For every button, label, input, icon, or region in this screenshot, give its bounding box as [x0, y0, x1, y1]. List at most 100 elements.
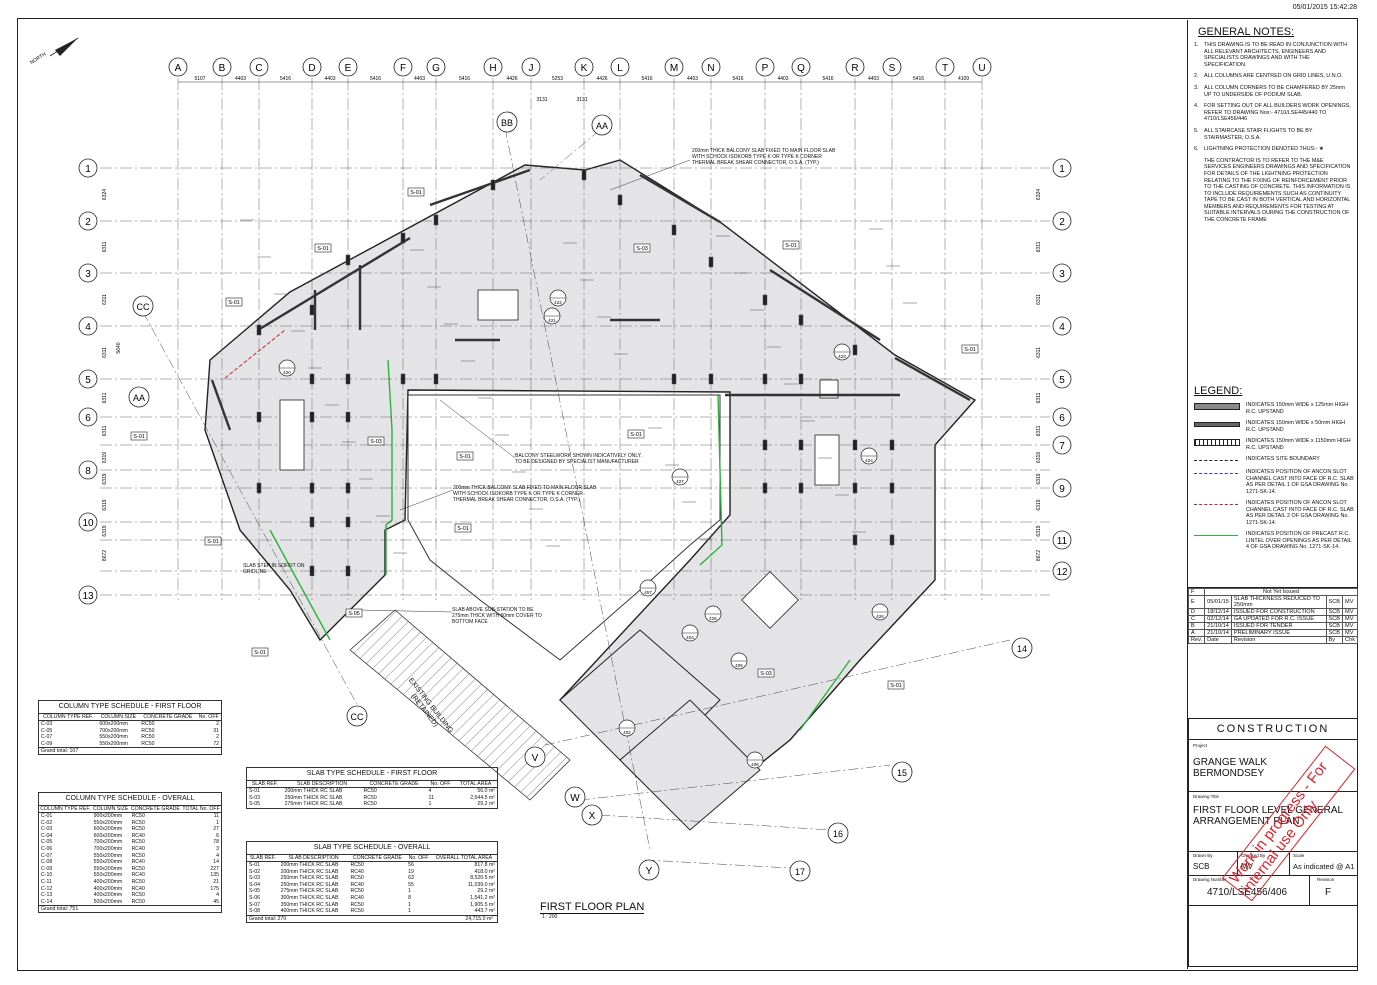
grid-dimension: 6319 — [102, 452, 108, 463]
svg-text:R: R — [851, 63, 858, 74]
grid-dimension: 5416 — [370, 76, 381, 82]
grid-bubble-6-left: 6 — [78, 407, 98, 427]
skew-grid-bubble-CC-alt: CC — [346, 705, 368, 727]
skew-grid-bubble-15: 15 — [891, 761, 913, 783]
section-ref-marker: 427 — [671, 468, 689, 486]
legend-title: LEGEND: — [1194, 385, 1243, 397]
grid-bubble-10-left: 10 — [78, 512, 98, 532]
slab-tag: S-01 — [407, 187, 425, 197]
general-note-1: 1.THIS DRAWING IS TO BE READ IN CONJUNCT… — [1194, 42, 1348, 68]
plan-scale: 1 : 200 — [542, 914, 558, 920]
grid-dimension: 6311 — [102, 392, 108, 403]
note-substation: SLAB ABOVE SUB-STATION TO BE 275mm THICK… — [452, 607, 542, 625]
svg-text:S-01: S-01 — [254, 650, 266, 656]
svg-text:AA: AA — [596, 121, 608, 131]
status-label: CONSTRUCTION — [1189, 719, 1357, 740]
legend-item-thick: INDICATES 150mm WIDE x 125mm HIGH R.C. U… — [1194, 402, 1354, 415]
legend-swatch-icon — [1194, 500, 1238, 508]
svg-text:11: 11 — [1057, 536, 1068, 547]
title-block: CONSTRUCTION Project GRANGE WALK BERMOND… — [1188, 718, 1358, 967]
grid-bubble-13-left: 13 — [78, 585, 98, 605]
skew-grid-bubble-X: X — [581, 804, 603, 826]
svg-text:17: 17 — [795, 867, 805, 877]
green-lintel-line — [385, 359, 393, 575]
drawing-sheet-border — [17, 18, 1358, 971]
grid-dimension: 5416 — [459, 76, 470, 82]
grid-dimension: 5253 — [552, 76, 563, 82]
note-balcony-top: 200mm THICK BALCONY SLAB FIXED TO MAIN F… — [692, 148, 836, 166]
svg-text:3: 3 — [1059, 269, 1065, 280]
legend-item-red: INDICATES POSITION OF ANCON SLOT CHANNEL… — [1194, 500, 1354, 526]
grid-bubble-U: U — [972, 57, 992, 77]
legend-item-medium: INDICATES 150mm WIDE x 50mm HIGH R.C. UP… — [1194, 420, 1354, 433]
slab-tag: S-01 — [627, 429, 645, 439]
general-note-4: 4.FOR SETTING OUT OF ALL BUILDERS WORK O… — [1194, 103, 1351, 123]
svg-text:S-01: S-01 — [630, 432, 642, 438]
stair-core — [279, 399, 305, 471]
legend-swatch-icon — [1194, 531, 1238, 539]
svg-text:P: P — [762, 63, 769, 74]
slab-tag: S-01 — [130, 431, 148, 441]
grid-dimension: 4403 — [414, 76, 425, 82]
grid-dimension: 4403 — [687, 76, 698, 82]
legend-swatch-icon — [1194, 469, 1238, 477]
slab-schedule-first-floor: SLAB TYPE SCHEDULE - FIRST FLOOR SLAB RE… — [246, 767, 498, 809]
svg-text:5: 5 — [85, 375, 91, 386]
legend-item-hatch: INDICATES 150mm WIDE x 1150mm HIGH R.C. … — [1194, 438, 1354, 451]
section-ref-marker: 426 — [871, 603, 889, 621]
grid-dimension: 6311 — [1036, 347, 1042, 358]
skew-dimension: 5640 — [116, 342, 122, 353]
grid-bubble-Q: Q — [791, 57, 811, 77]
grid-dimension: 5107 — [194, 76, 205, 82]
balcony-block — [559, 629, 721, 781]
grid-dimension: 6319 — [102, 525, 108, 536]
grid-bubble-12-right: 12 — [1052, 561, 1072, 581]
svg-text:6: 6 — [1059, 413, 1065, 424]
section-ref-marker: 421 — [543, 307, 561, 325]
column-schedule-overall: COLUMN TYPE SCHEDULE - OVERALL COLUMN TY… — [38, 792, 222, 914]
lift-core — [819, 379, 839, 399]
svg-text:Q: Q — [797, 63, 805, 74]
section-ref-marker: 405 — [730, 652, 748, 670]
svg-text:BB: BB — [501, 118, 513, 128]
grid-dimension: 6324 — [1036, 189, 1042, 200]
section-ref-marker: 402 — [618, 719, 636, 737]
grid-dimension: 6319 — [1036, 525, 1042, 536]
grid-dimension: 6311 — [1036, 294, 1042, 305]
svg-text:A: A — [175, 63, 182, 74]
svg-text:16: 16 — [833, 829, 843, 839]
svg-text:3: 3 — [85, 269, 91, 280]
svg-text:424: 424 — [865, 458, 873, 463]
skew-grid-bubble-BB: BB — [496, 111, 518, 133]
svg-text:S: S — [889, 63, 896, 74]
grid-bubble-K: K — [574, 57, 594, 77]
grid-bubble-A: A — [168, 57, 188, 77]
svg-text:S-01: S-01 — [410, 190, 422, 196]
svg-text:406: 406 — [751, 762, 759, 767]
svg-text:S-01: S-01 — [459, 454, 471, 460]
slab-tag: S-01 — [887, 680, 905, 690]
grid-dimension: 4403 — [324, 76, 335, 82]
grid-dimension: 6319 — [102, 499, 108, 510]
general-note-3: 3.ALL COLUMN CORNERS TO BE CHAMFERED BY … — [1194, 84, 1345, 98]
section-ref-marker: 425 — [704, 605, 722, 623]
green-lintel-line — [699, 394, 723, 566]
svg-text:W: W — [570, 793, 580, 804]
svg-text:S-01: S-01 — [207, 539, 219, 545]
general-notes-list: 1.THIS DRAWING IS TO BE READ IN CONJUNCT… — [1194, 42, 1352, 229]
grid-dimension: 6319 — [102, 473, 108, 484]
svg-text:404: 404 — [686, 635, 694, 640]
